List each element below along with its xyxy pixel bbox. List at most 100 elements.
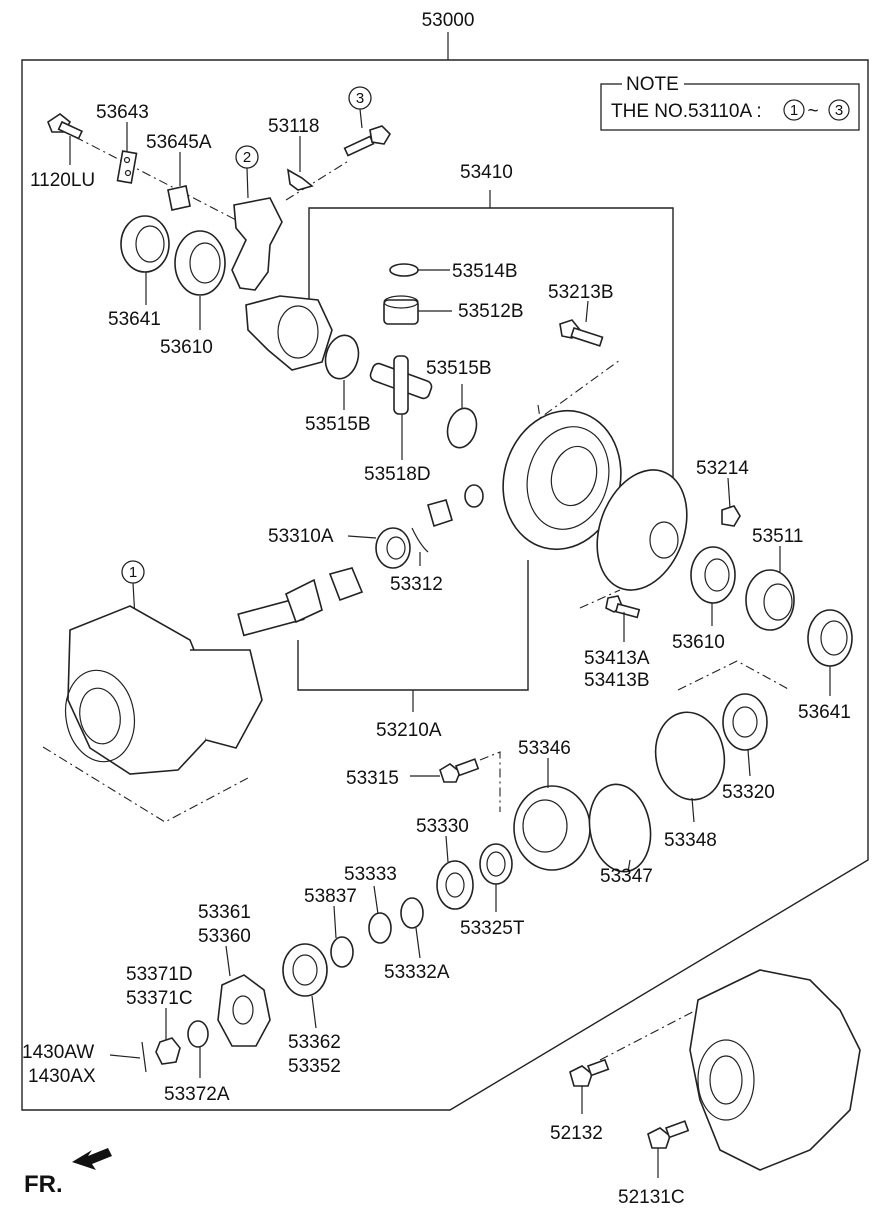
carrier-housing-icon — [64, 605, 263, 775]
leader-53310a — [347, 535, 377, 539]
carrier-housing-assembled-icon — [689, 969, 861, 1171]
companion-flange-icon — [217, 974, 271, 1047]
part-label-53643: 53643 — [96, 102, 149, 123]
part-label-53512b: 53512B — [458, 301, 524, 322]
part-label-53371d: 53371D — [126, 964, 193, 985]
leader-53330 — [445, 835, 449, 863]
part-label-53213b: 53213B — [548, 282, 614, 303]
part-label-53413b: 53413B — [584, 670, 650, 691]
part-label-53641-left: 53641 — [108, 309, 161, 330]
bolt-callout3-icon — [343, 125, 392, 157]
snap-ring-icon — [411, 527, 429, 553]
assembly-boundary — [21, 59, 869, 1111]
part-label-53372a: 53372A — [164, 1084, 230, 1105]
spacer-53332a-icon — [400, 897, 424, 929]
part-label-53320: 53320 — [722, 782, 775, 803]
gasket-53347-icon — [588, 783, 652, 873]
side-pinion-gear-icon — [383, 295, 419, 325]
note-range-end: 3 — [835, 102, 843, 119]
bolt-axis-line — [57, 127, 241, 223]
bearing-cap-icon — [231, 197, 283, 291]
part-label-53410: 53410 — [460, 162, 513, 183]
housing-axis-right — [677, 660, 791, 691]
part-label-1430aw: 1430AW — [22, 1042, 94, 1063]
callout-3: 3 — [356, 90, 364, 107]
leader-53361 — [225, 945, 231, 977]
lock-tab-icon — [286, 168, 314, 191]
part-label-53347: 53347 — [600, 866, 653, 887]
adjuster-53641-right-icon — [807, 609, 853, 667]
part-label-53518d: 53518D — [364, 464, 431, 485]
spacer-plate-icon — [328, 567, 364, 602]
bearing-53330-icon — [436, 860, 474, 910]
bolt-axis-line-3 — [285, 159, 351, 201]
part-label-53360: 53360 — [198, 926, 251, 947]
front-direction-label: FR. — [24, 1171, 63, 1198]
bolt-axis-53315 — [479, 751, 501, 812]
part-label-52132: 52132 — [550, 1123, 603, 1144]
bolt-52132-icon — [569, 1058, 610, 1087]
leader-53348 — [691, 797, 695, 823]
note-callout-start-circle — [783, 99, 805, 121]
part-label-53371c: 53371C — [126, 988, 193, 1009]
part-label-53315: 53315 — [346, 768, 399, 789]
part-label-53515b-left: 53515B — [305, 414, 371, 435]
cotter-pin-icon — [141, 1041, 147, 1073]
note-range-sep: ~ — [807, 101, 818, 122]
part-label-53348: 53348 — [664, 830, 717, 851]
race-53325t-icon — [479, 843, 513, 885]
part-label-53837: 53837 — [304, 886, 357, 907]
part-label-53413a: 53413A — [584, 648, 650, 669]
ringgear-bolt-axis — [537, 359, 621, 419]
washer-53372a-icon — [187, 1020, 209, 1048]
bearing-53610-left-icon — [174, 230, 226, 296]
part-label-53515b-right: 53515B — [426, 358, 492, 379]
thrust-washer-top-icon — [389, 263, 419, 277]
diff-case-half-icon — [596, 469, 688, 591]
part-label-53310a: 53310A — [268, 526, 334, 547]
part-label-52131c: 52131C — [618, 1187, 685, 1208]
bolt-axis-52132 — [599, 989, 736, 1061]
plate-53643-icon — [116, 150, 138, 184]
bolt-1120lu-icon — [47, 113, 84, 140]
note-text: THE NO.53110A : — [611, 101, 762, 122]
oil-seal-53362-icon — [282, 943, 328, 997]
part-label-53332a: 53332A — [384, 962, 450, 983]
adjuster-53641-left-icon — [120, 215, 170, 273]
nut-53214-icon — [721, 505, 741, 527]
note-range-start: 1 — [790, 102, 798, 119]
ring-gear-icon — [502, 409, 622, 551]
part-label-53511: 53511 — [752, 526, 803, 547]
bolt-52131c-icon — [647, 1120, 690, 1149]
carrier-group-bracket — [308, 207, 674, 560]
leader-53362 — [311, 995, 317, 1029]
note-callout-end-circle — [828, 99, 850, 121]
part-label-53325t: 53325T — [460, 918, 525, 939]
shim-53333-icon — [368, 912, 392, 944]
pinion-nut-icon — [464, 484, 484, 508]
bearing-53320-icon — [722, 693, 768, 751]
part-label-53210a: 53210A — [376, 720, 442, 741]
part-label-53610-left: 53610 — [160, 337, 213, 358]
spider-cross-icon — [369, 355, 433, 415]
callout-2: 2 — [243, 149, 251, 166]
part-label-53645a: 53645A — [146, 132, 212, 153]
pinion-bearing-53310a-icon — [375, 527, 411, 569]
flange-nut-icon — [155, 1037, 181, 1065]
part-label-1430ax: 1430AX — [28, 1066, 96, 1087]
case-bolt-icon — [605, 595, 641, 619]
part-label-53610-right: 53610 — [672, 632, 725, 653]
part-label-53330: 53330 — [416, 816, 469, 837]
gasket-53348-icon — [654, 711, 726, 801]
note-box: NOTE THE NO.53110A : 1 ~ 3 — [600, 72, 860, 131]
part-label-53333: 53333 — [344, 864, 397, 885]
leader-1430aw — [109, 1054, 141, 1059]
callout-2-leader — [246, 167, 249, 199]
diff-case-icon — [245, 295, 333, 371]
leader-53837 — [333, 905, 337, 939]
part-label-1120lu: 1120LU — [30, 170, 95, 191]
part-label-53361: 53361 — [198, 902, 251, 923]
part-label-53312: 53312 — [390, 574, 443, 595]
washer-53837-icon — [330, 936, 354, 968]
